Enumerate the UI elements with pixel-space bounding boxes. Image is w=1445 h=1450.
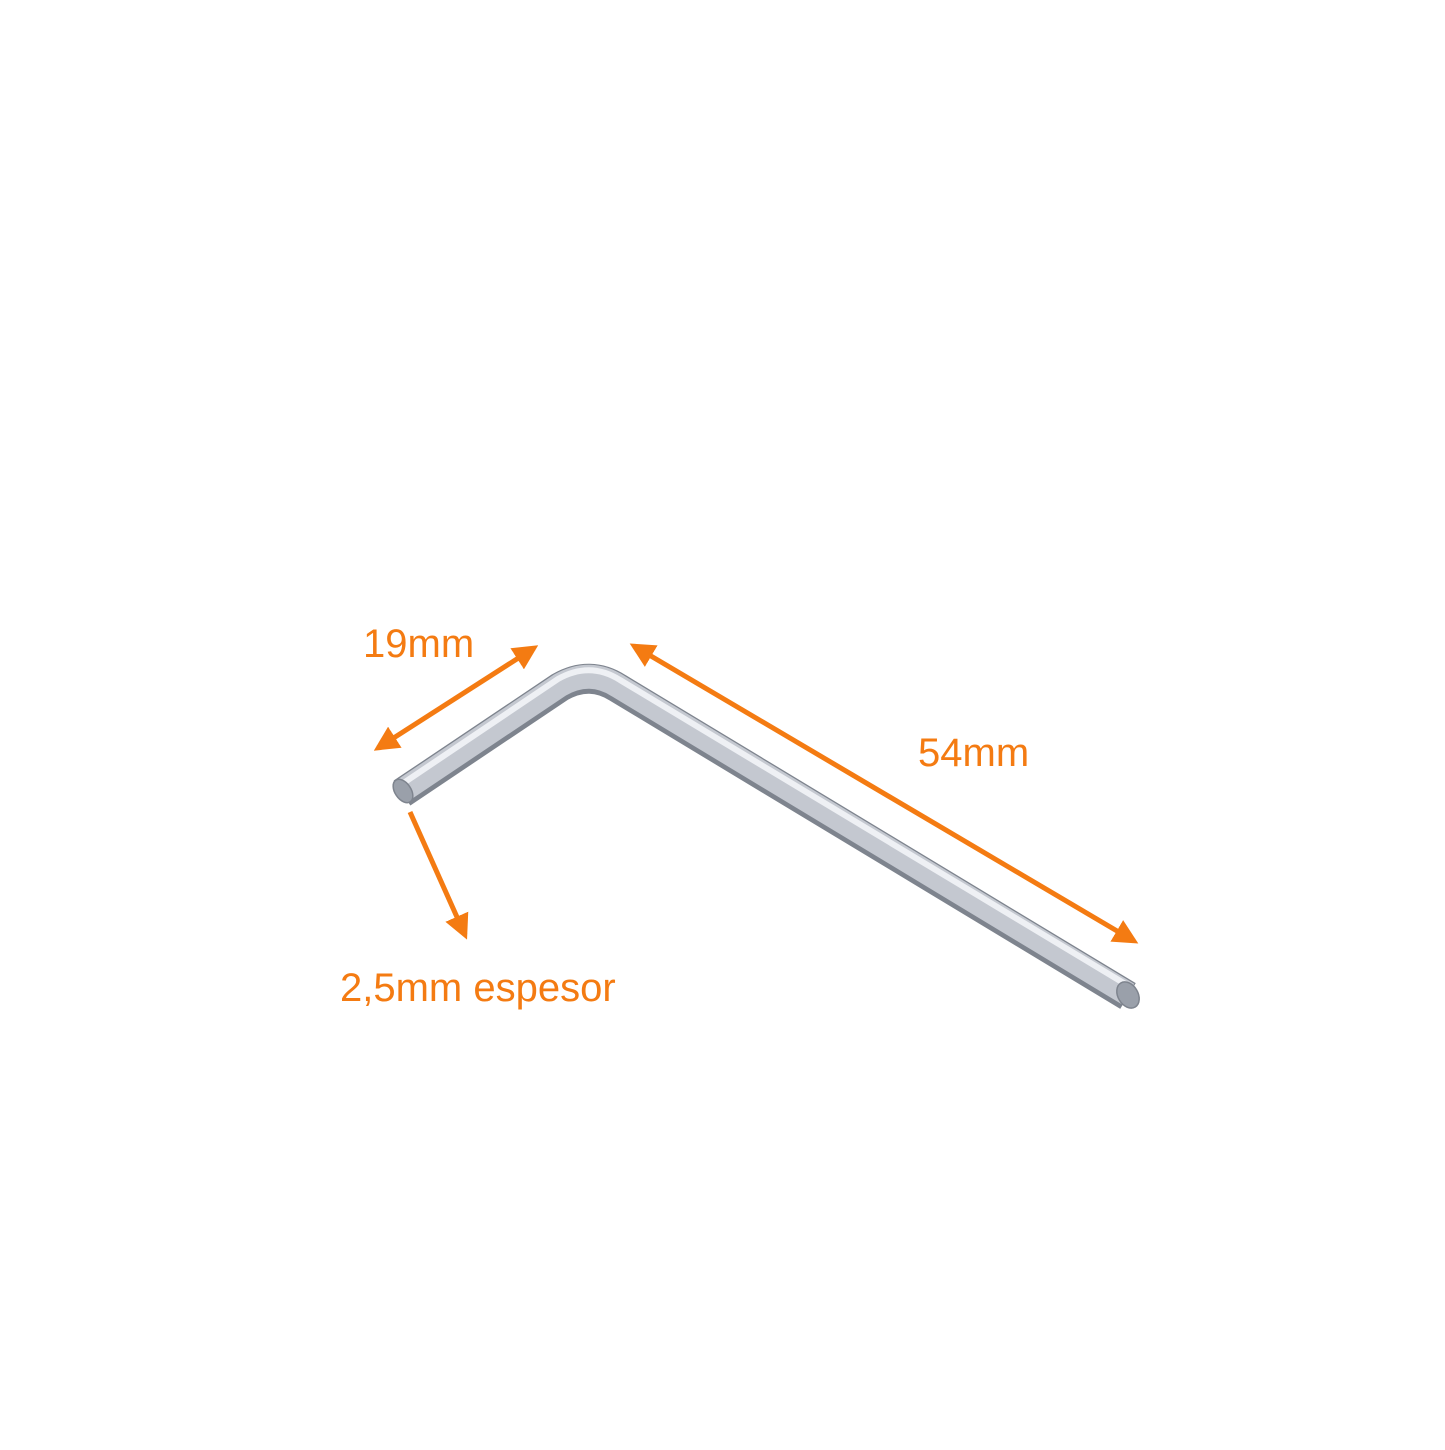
short-leg-dimension-label: 19mm [363,622,475,666]
dimension-arrow-short-leg [373,645,539,751]
dimension-arrow-long-leg [629,643,1139,944]
key-end-face [392,778,414,804]
long-leg-dimension-label: 54mm [918,731,1030,775]
hex-key-icon [392,663,1140,1009]
thickness-pointer-arrow [407,810,469,940]
key-end-face [1116,981,1140,1009]
thickness-dimension-label: 2,5mm espesor [340,966,616,1010]
